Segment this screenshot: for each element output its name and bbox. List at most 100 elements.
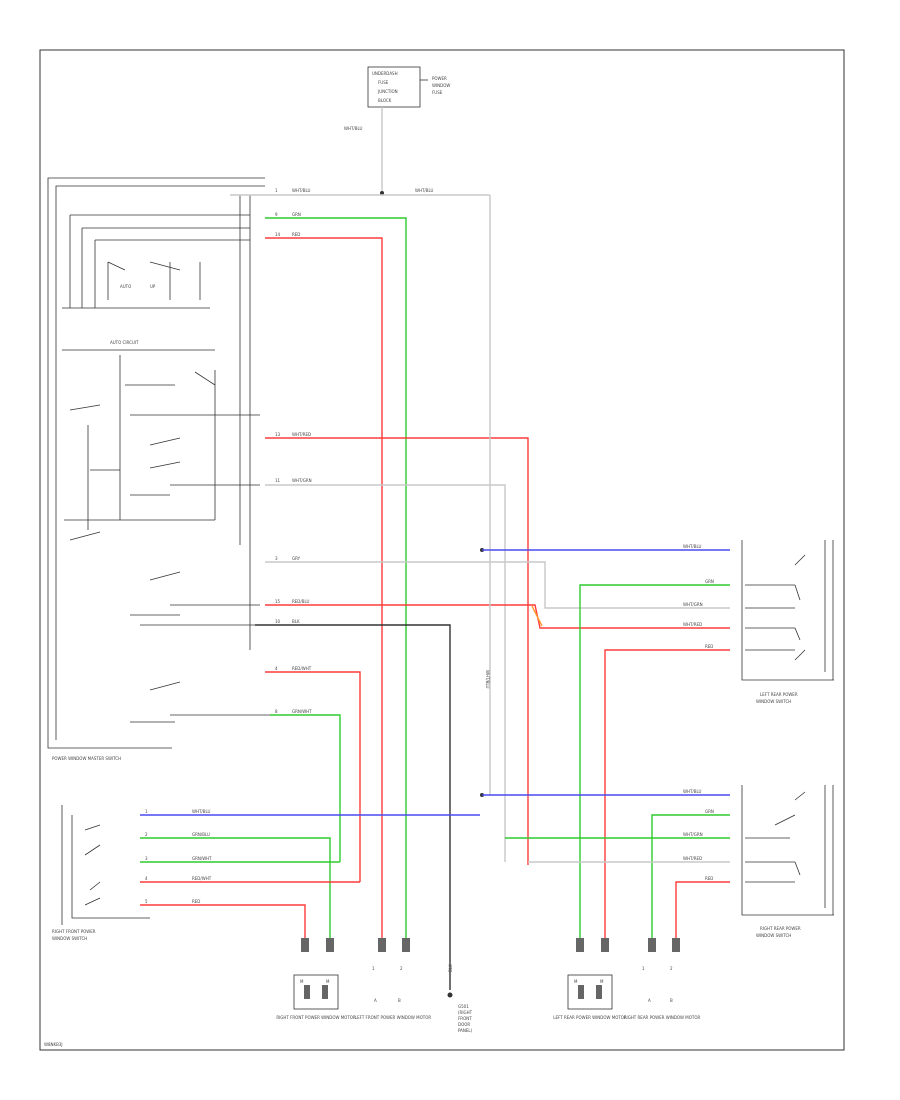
lr-switch-name-1: LEFT REAR POWER [760,692,798,697]
motor-left-front: 1 2 A B LEFT FRONT POWER WINDOW MOTOR [355,966,432,1020]
master-switch: AUTO UP AUTO CIRCUIT POWER WINDOW MASTER… [47,177,270,761]
feed-wire-label: WHT/BLU [344,126,363,131]
ground-g501: BLK G501 (RIGHT FRONT DOOR PANEL) [447,964,473,1033]
ground-symbol [447,992,453,998]
wire-pin3-num: 3 [275,556,278,561]
wire-pin14-num: 14 [275,232,281,237]
fuse-block-line-2: FUSE [378,80,389,85]
rf-switch-name-2: WINDOW SWITCH [52,936,87,941]
motor-rf-term-1: M [300,979,304,984]
ground-label-5: PANEL) [458,1028,473,1033]
rr-wire-4-label: WHT/RED [683,856,702,861]
rf-wire-2-pin: 2 [145,832,148,837]
rr-wire-5 [675,881,730,952]
rf-wire-3-pin: 3 [145,856,148,861]
right-rear-switch: WHT/BLU GRN WHT/GRN WHT/RED RED RIGHT RE… [482,785,834,952]
conn-lf-2 [402,938,410,952]
ground-label-2: (RIGHT [458,1010,473,1015]
wire-pin8-num: 8 [275,709,278,714]
rr-wire-1-label: WHT/BLU [683,789,702,794]
auto-circuit-label: AUTO CIRCUIT [110,340,139,345]
motor-rr-term-2: B [670,998,673,1003]
feed-splice [380,191,384,195]
rf-wire-5 [140,904,306,945]
left-rear-switch: WHT/BLU GRN WHT/GRN WHT/RED RED LEFT REA… [482,540,834,952]
motor-rr-pin-2: 2 [670,966,673,971]
motor-connectors [301,938,680,952]
conn-rf-1 [301,938,309,952]
rr-wire-2-label: GRN [705,809,714,814]
page-code: W8NKB3J [44,1042,63,1047]
motor-lr-term-1: M [574,979,578,984]
fuse-block-line-3: JUNCTION [377,89,398,94]
motor-rf-term-2: M [326,979,330,984]
rf-switch-name-1: RIGHT FRONT POWER [52,929,96,934]
motor-rr-label: RIGHT REAR POWER WINDOW MOTOR [624,1015,701,1020]
motor-lf-pin-2: 2 [400,966,403,971]
conn-rf-2 [326,938,334,952]
rr-wire-2 [651,814,730,952]
fuse-block: UNDERDASH FUSE JUNCTION BLOCK POWER WIND… [367,66,450,108]
lr-wire-3-label: WHT/GRN [683,602,703,607]
fuse-block-box [367,66,421,108]
fuse-block-line-1: UNDERDASH [372,71,398,76]
conn-rr-1 [648,938,656,952]
feed-vertical-label: WHT/BLU [485,670,490,689]
wire-pin10 [255,624,451,990]
wire-pin4 [265,671,361,882]
rr-wire-3-label: WHT/GRN [683,832,703,837]
conn-lf-1 [378,938,386,952]
wire-pin1-color-2: WHT/BLU [415,188,434,193]
ground-label-4: DOOR [458,1022,470,1027]
wire-pin9 [265,217,407,945]
rr-wire-5-label: RED [705,876,713,881]
master-switch-outline [47,177,265,749]
wire-pin15-num: 15 [275,599,281,604]
motor-rr-term-1: A [648,998,651,1003]
ground-wire-label: BLK [448,964,453,972]
wire-pin4-num: 4 [275,666,278,671]
rr-switch-outline [741,785,834,916]
right-front-switch: 1 WHT/BLU 2 GRN/BLU 3 GRN/WHT 4 RED/WHT … [52,805,480,945]
fuse-side-label-2: WINDOW [432,83,450,88]
wire-pin11-num: 11 [275,478,281,483]
motor-rr-pin-1: 1 [642,966,645,971]
wire-pin9-color: GRN [292,212,301,217]
wire-pin14-color: RED [292,232,300,237]
master-tag-up: UP [150,284,156,289]
wire-pin15-color: RED/BLU [292,599,310,604]
lr-wire-1-label: WHT/BLU [683,544,702,549]
rf-switch-outline [71,815,150,919]
rf-wire-5-pin: 5 [145,899,148,904]
master-switch-label: POWER WINDOW MASTER SWITCH [52,756,121,761]
motor-right-front: M M RIGHT FRONT POWER WINDOW MOTOR [276,974,356,1020]
fuse-side-label-3: FUSE [432,90,443,95]
ground-label-1: G501 [458,1004,469,1009]
motor-lr-label: LEFT REAR POWER WINDOW MOTOR [553,1015,627,1020]
lr-wire-2 [579,584,730,952]
lr-wire-5 [604,649,730,952]
wire-pin9-num: 9 [275,212,278,217]
wire-pin1-num: 1 [275,188,278,193]
motor-lf-term-2: B [398,998,401,1003]
master-wire-group: 1 WHT/BLU WHT/BLU 9 GRN 14 RED 1 3 WHT/RE… [230,188,730,990]
lr-wire-5-label: RED [705,644,713,649]
wire-pin10-color: BLK [292,619,300,624]
motor-left-rear: M M LEFT REAR POWER WINDOW MOTOR [553,974,627,1020]
wire-pin13 [265,437,529,865]
rr-switch-name-1: RIGHT REAR POWER [760,926,801,931]
rf-wire-2-color: GRN/BLU [192,832,210,837]
wire-pin11-color: WHT/GRN [292,478,312,483]
master-tag-auto: AUTO [120,284,131,289]
rf-wire-4-color: RED/WHT [192,876,212,881]
rf-wire-4-pin: 4 [145,876,148,881]
rf-wire-1-pin: 1 [145,809,148,814]
motor-lr-box [567,974,613,1010]
conn-rr-2 [672,938,680,952]
page-frame [39,49,845,1051]
rf-wire-3-color: GRN/WHT [192,856,212,861]
motor-rf-label: RIGHT FRONT POWER WINDOW MOTOR [276,1015,356,1020]
lr-wire-4-label: WHT/RED [683,622,702,627]
motor-lf-term-1: A [374,998,377,1003]
